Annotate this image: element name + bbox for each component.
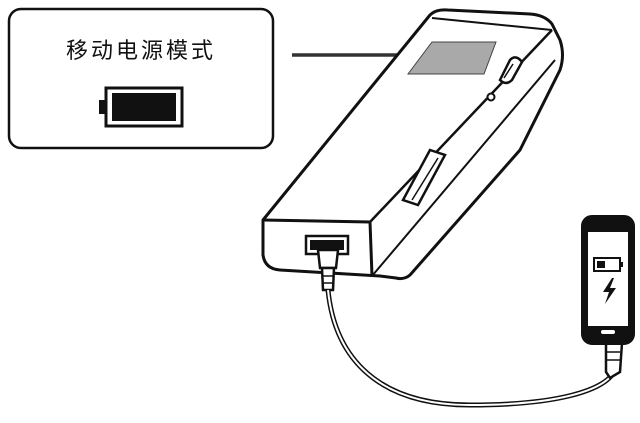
phone-battery-icon: [593, 257, 623, 272]
micro-usb-plug: [604, 341, 624, 380]
callout-title: 移动电源模式: [65, 39, 216, 64]
charging-cable: [325, 289, 614, 408]
power-bank: [261, 8, 564, 281]
callout-box: [7, 7, 275, 150]
device-side-port: [401, 148, 447, 207]
device-display: [407, 41, 497, 75]
device-indicator-dot: [486, 92, 496, 102]
callout-battery-icon: [99, 86, 184, 128]
usb-plug: [316, 248, 340, 292]
device-button: [498, 56, 524, 85]
smartphone: [581, 215, 635, 345]
lightning-bolt-icon: [603, 278, 616, 304]
